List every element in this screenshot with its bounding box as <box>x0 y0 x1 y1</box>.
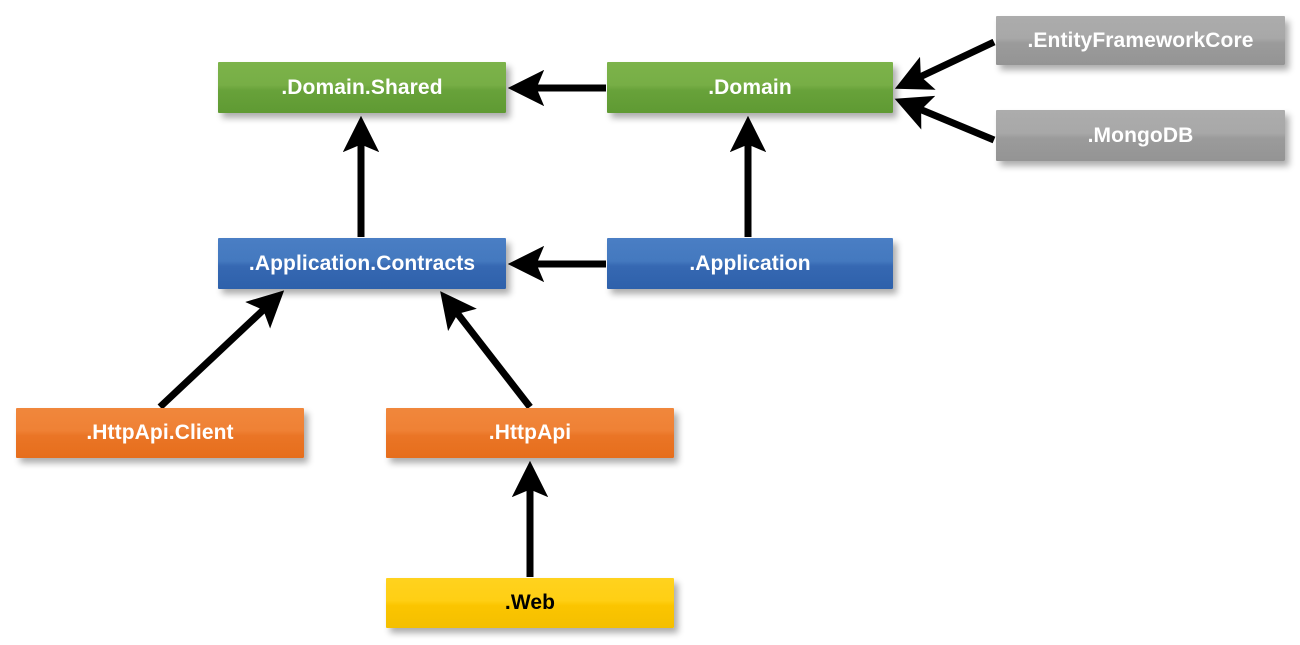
node-application[interactable]: .Application <box>607 238 893 289</box>
node-domain[interactable]: .Domain <box>607 62 893 113</box>
node-domain-shared[interactable]: .Domain.Shared <box>218 62 506 113</box>
node-label-entityframeworkcore: .EntityFrameworkCore <box>1027 28 1254 52</box>
node-label-domain: .Domain <box>708 75 792 99</box>
node-httpapi-client[interactable]: .HttpApi.Client <box>16 408 304 458</box>
edge-mongodb-to-domain <box>894 95 996 144</box>
node-label-httpapi-client: .HttpApi.Client <box>86 421 234 444</box>
edge-efcore-to-domain <box>894 38 996 90</box>
node-label-httpapi: .HttpApi <box>488 421 572 444</box>
node-label-mongodb: .MongoDB <box>1087 123 1194 147</box>
edge-httpapi-client-to-application-contracts <box>157 290 285 410</box>
node-label-application: .Application <box>689 251 811 275</box>
edge-httpapi-to-application-contracts <box>440 291 533 410</box>
node-label-domain-shared: .Domain.Shared <box>281 75 443 99</box>
node-mongodb[interactable]: .MongoDB <box>996 110 1285 161</box>
node-web[interactable]: .Web <box>386 578 674 628</box>
node-application-contracts[interactable]: .Application.Contracts <box>218 238 506 289</box>
node-label-web: .Web <box>504 591 556 614</box>
node-entityframeworkcore[interactable]: .EntityFrameworkCore <box>996 16 1285 65</box>
node-httpapi[interactable]: .HttpApi <box>386 408 674 458</box>
node-label-application-contracts: .Application.Contracts <box>248 251 476 275</box>
